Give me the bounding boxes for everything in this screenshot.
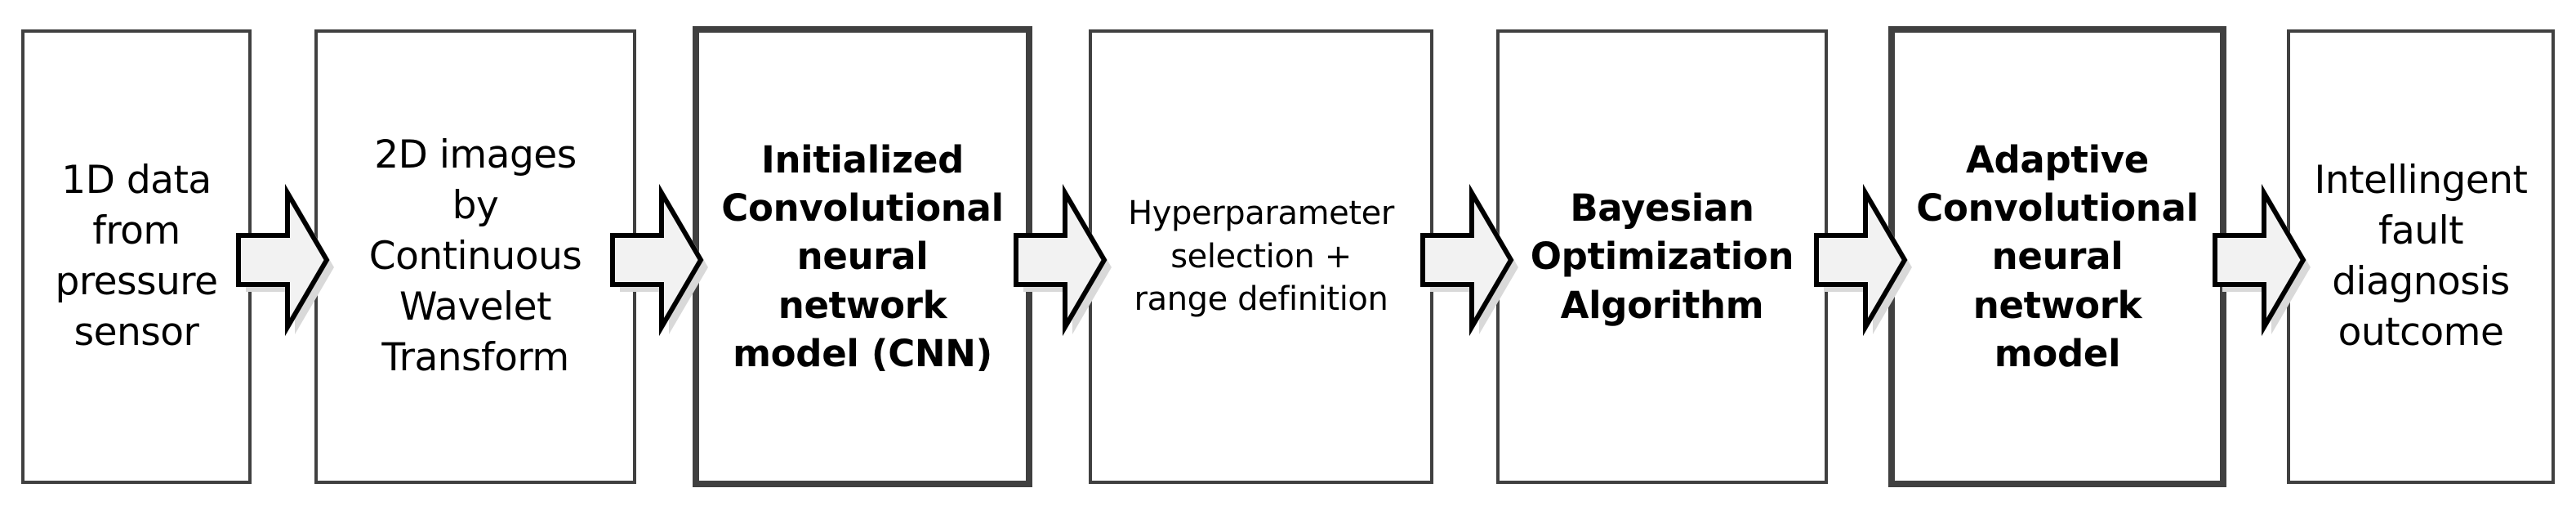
initialized-cnn-box-label: Initialized Convolutional neural network…	[721, 137, 1004, 376]
flow-arrow-2	[610, 183, 708, 337]
bayesian-optimization-box-label: Bayesian Optimization Algorithm	[1530, 186, 1794, 327]
right-block-arrow-icon	[610, 183, 708, 337]
right-block-arrow-icon	[1814, 183, 1912, 337]
input-data-box[interactable]: 1D data from pressure sensor	[21, 29, 252, 484]
flow-arrow-1	[236, 183, 334, 337]
cwt-images-box-label: 2D images by Continuous Wavelet Transfor…	[368, 132, 582, 381]
flow-arrow-3	[1014, 183, 1112, 337]
hyperparameter-selection-box[interactable]: Hyperparameter selection + range definit…	[1089, 29, 1433, 484]
fault-diagnosis-outcome-box-label: Intellingent fault diagnosis outcome	[2314, 157, 2528, 356]
flow-arrow-6	[2213, 183, 2311, 337]
initialized-cnn-box[interactable]: Initialized Convolutional neural network…	[693, 26, 1032, 487]
right-block-arrow-icon	[1420, 183, 1518, 337]
right-block-arrow-icon	[2213, 183, 2311, 337]
cwt-images-box[interactable]: 2D images by Continuous Wavelet Transfor…	[314, 29, 636, 484]
right-block-arrow-icon	[236, 183, 334, 337]
flow-arrow-4	[1420, 183, 1518, 337]
flow-arrow-5	[1814, 183, 1912, 337]
adaptive-cnn-box-label: Adaptive Convolutional neural network mo…	[1916, 137, 2199, 376]
bayesian-optimization-box[interactable]: Bayesian Optimization Algorithm	[1496, 29, 1828, 484]
fault-diagnosis-outcome-box[interactable]: Intellingent fault diagnosis outcome	[2287, 29, 2555, 484]
input-data-box-label: 1D data from pressure sensor	[55, 157, 218, 356]
right-block-arrow-icon	[1014, 183, 1112, 337]
hyperparameter-selection-box-label: Hyperparameter selection + range definit…	[1128, 194, 1394, 319]
adaptive-cnn-box[interactable]: Adaptive Convolutional neural network mo…	[1888, 26, 2226, 487]
